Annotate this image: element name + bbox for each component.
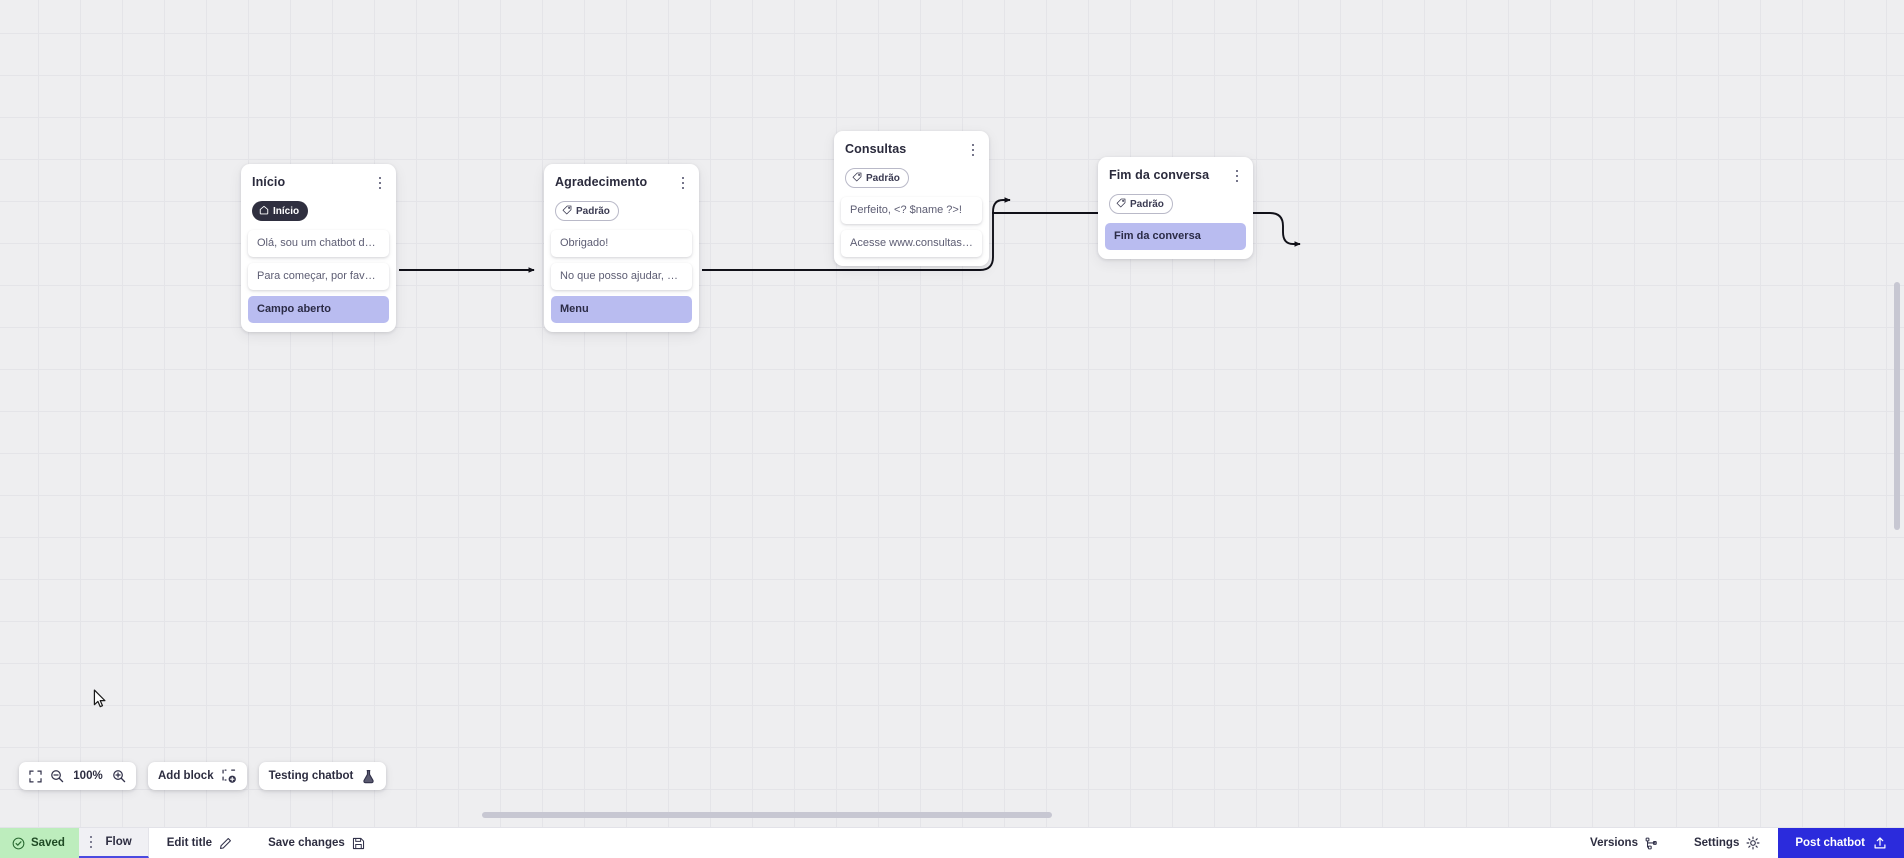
node-header: Consultas (845, 141, 978, 159)
add-block-icon (222, 769, 237, 784)
tab-flow-label: Flow (105, 836, 132, 848)
saved-status-badge: Saved (0, 828, 79, 858)
node-rows: Fim da conversa (1105, 223, 1246, 250)
settings-label: Settings (1693, 837, 1740, 849)
node-row[interactable]: Perfeito, <? $name ?>! (841, 197, 982, 224)
zoom-controls: 100% (19, 762, 136, 790)
node-badge-label: Padrão (866, 172, 900, 184)
node-title: Agradecimento (555, 175, 648, 189)
node-title: Início (252, 175, 286, 189)
canvas-toolbar: 100% Add block (19, 762, 387, 790)
edit-title-label: Edit title (166, 837, 213, 849)
save-changes-label: Save changes (268, 837, 345, 849)
tag-icon (852, 172, 862, 185)
node-badge-label: Padrão (576, 205, 610, 217)
node-menu-icon[interactable] (676, 174, 690, 192)
node-rows: Obrigado! No que posso ajudar, <? $name .… (551, 230, 692, 323)
connector-layer (399, 197, 1301, 273)
upload-icon (1873, 836, 1887, 850)
node-row[interactable]: Olá, sou um chatbot de teste! (248, 230, 389, 257)
node-row[interactable]: Fim da conversa (1105, 223, 1246, 250)
gear-icon (1746, 836, 1760, 850)
status-bar-spacer (383, 828, 1572, 858)
branch-icon (1645, 837, 1658, 850)
flask-icon (361, 769, 376, 784)
node-rows: Olá, sou um chatbot de teste! Para começa… (248, 230, 389, 323)
versions-button[interactable]: Versions (1572, 828, 1676, 858)
check-circle-icon (12, 837, 25, 850)
pencil-icon (219, 837, 232, 850)
save-changes-button[interactable]: Save changes (250, 828, 383, 858)
node-row[interactable]: Menu (551, 296, 692, 323)
testing-chatbot-button[interactable]: Testing chatbot (258, 762, 387, 790)
node-row[interactable]: Campo aberto (248, 296, 389, 323)
node-badge[interactable]: Início (252, 201, 309, 221)
tab-flow[interactable]: Flow (78, 828, 149, 858)
drag-handle-icon[interactable] (85, 835, 98, 849)
home-icon (259, 205, 269, 218)
node-row[interactable]: Acesse www.consultas.com par... (841, 230, 982, 257)
versions-label: Versions (1590, 837, 1638, 849)
testing-chatbot-label: Testing chatbot (268, 770, 354, 782)
node-rows: Perfeito, <? $name ?>! Acesse www.consult… (841, 197, 982, 257)
horizontal-scrollbar[interactable] (482, 812, 1052, 818)
node-badge[interactable]: Padrão (845, 168, 909, 188)
zoom-out-icon[interactable] (50, 769, 64, 783)
add-block-button[interactable]: Add block (148, 762, 247, 790)
node-menu-icon[interactable] (1230, 167, 1244, 185)
node-badge-label: Início (273, 205, 300, 217)
node-header: Início (252, 174, 385, 192)
node-badge[interactable]: Padrão (1109, 194, 1173, 214)
node-row[interactable]: Para começar, por favor digite o ... (248, 263, 389, 290)
node-header: Fim da conversa (1109, 167, 1242, 185)
saved-label: Saved (31, 837, 65, 849)
post-chatbot-button[interactable]: Post chatbot (1778, 828, 1904, 858)
node-row[interactable]: No que posso ajudar, <? $name ... (551, 263, 692, 290)
node-title: Fim da conversa (1109, 168, 1210, 182)
settings-button[interactable]: Settings (1676, 828, 1778, 858)
edit-title-button[interactable]: Edit title (149, 828, 250, 858)
add-block-label: Add block (158, 770, 214, 782)
node-row[interactable]: Obrigado! (551, 230, 692, 257)
node-title: Consultas (845, 142, 907, 156)
fit-screen-icon[interactable] (29, 770, 42, 783)
floppy-disk-icon (352, 837, 365, 850)
zoom-in-icon[interactable] (112, 769, 126, 783)
tag-icon (1116, 198, 1126, 211)
node-badge[interactable]: Padrão (555, 201, 619, 221)
node-menu-icon[interactable] (966, 141, 980, 159)
zoom-level[interactable]: 100% (73, 770, 103, 782)
tag-icon (562, 205, 572, 218)
node-header: Agradecimento (555, 174, 688, 192)
node-badge-label: Padrão (1130, 198, 1164, 210)
post-chatbot-label: Post chatbot (1795, 837, 1865, 849)
status-bar: Saved Flow Edit title Save changes (0, 827, 1904, 858)
vertical-scrollbar[interactable] (1894, 282, 1900, 530)
node-menu-icon[interactable] (373, 174, 387, 192)
